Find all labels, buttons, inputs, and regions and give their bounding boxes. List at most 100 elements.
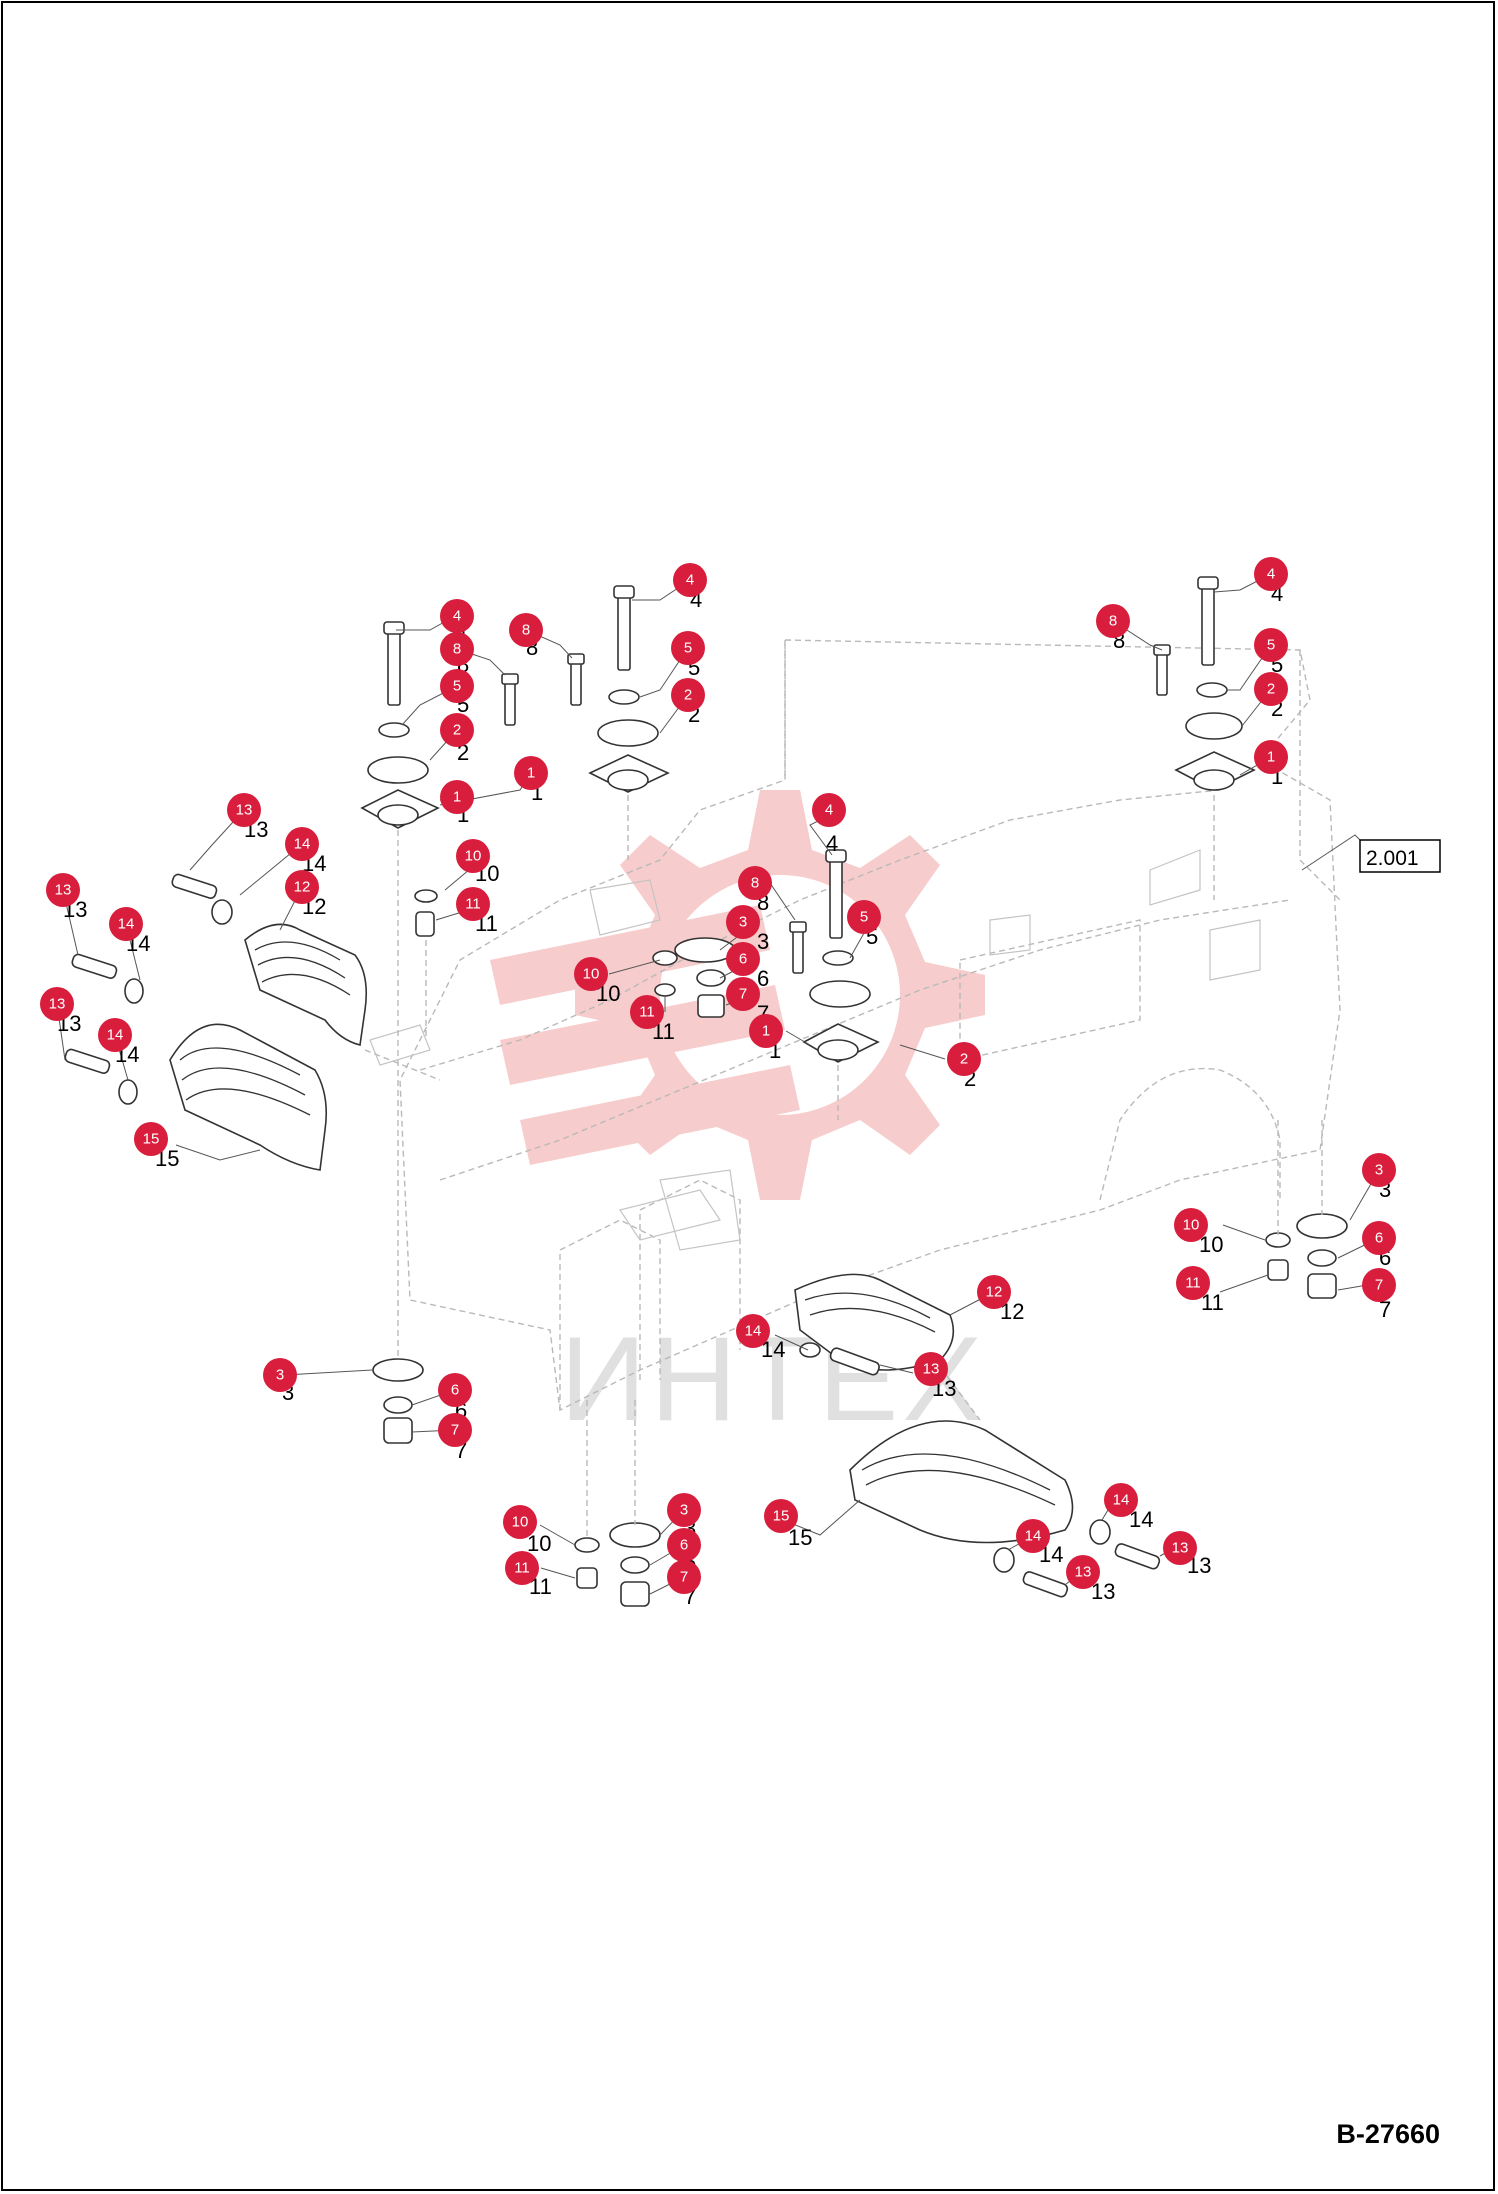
- svg-text:10: 10: [512, 1514, 529, 1531]
- svg-text:2: 2: [1267, 681, 1275, 698]
- svg-text:3: 3: [680, 1502, 688, 1519]
- step-bracket-left-upper: [171, 873, 368, 1046]
- callout-bubble: 7: [1362, 1268, 1396, 1302]
- svg-text:12: 12: [986, 1284, 1003, 1301]
- svg-text:5: 5: [1267, 637, 1275, 654]
- callout-bubble: 1: [514, 756, 548, 790]
- svg-text:12: 12: [294, 879, 311, 896]
- svg-text:6: 6: [739, 951, 747, 968]
- step-right-lower: [849, 1420, 1161, 1598]
- callout-text: 11: [652, 1019, 675, 1044]
- svg-text:1: 1: [527, 765, 535, 782]
- svg-text:7: 7: [1375, 1277, 1383, 1294]
- mount-group-right: [1153, 576, 1256, 791]
- callout-bubble: 6: [726, 942, 760, 976]
- svg-text:13: 13: [49, 996, 66, 1013]
- svg-text:1: 1: [453, 789, 461, 806]
- callout-bubble: 14: [98, 1018, 132, 1052]
- callout-bubbles: 4 8 5 2 1 8 1 4 5 2 8 4 5 2 1 13 14 12 1…: [40, 557, 1396, 1594]
- callout-bubble: 14: [285, 827, 319, 861]
- svg-text:13: 13: [1172, 1540, 1189, 1557]
- svg-text:15: 15: [143, 1131, 160, 1148]
- watermark-bars: [490, 905, 800, 1165]
- svg-text:2: 2: [960, 1051, 968, 1068]
- callout-bubble: 8: [509, 613, 543, 647]
- svg-text:7: 7: [680, 1569, 688, 1586]
- svg-text:11: 11: [465, 896, 481, 913]
- step-right-upper: [794, 1273, 955, 1376]
- svg-text:3: 3: [276, 1367, 284, 1384]
- hardware-bottom-center: [574, 1522, 661, 1607]
- svg-text:1: 1: [1267, 749, 1275, 766]
- callout-bubble: 2: [440, 713, 474, 747]
- callout-bubble: 13: [227, 793, 261, 827]
- callout-text: 11: [1201, 1290, 1224, 1315]
- callout-bubble: 8: [440, 632, 474, 666]
- svg-text:8: 8: [1109, 613, 1117, 630]
- svg-text:10: 10: [465, 848, 482, 865]
- alignment-lines: [364, 795, 1323, 1540]
- svg-text:14: 14: [1113, 1492, 1130, 1509]
- svg-text:5: 5: [684, 640, 692, 657]
- svg-text:14: 14: [745, 1323, 762, 1340]
- callout-bubble: 13: [46, 873, 80, 907]
- svg-text:2: 2: [453, 722, 461, 739]
- svg-text:6: 6: [451, 1382, 459, 1399]
- callout-text: 10: [527, 1531, 551, 1556]
- callout-bubble: 11: [1176, 1266, 1210, 1300]
- chassis-frame-ghost: [369, 639, 1341, 1412]
- hardware-right: [1265, 1213, 1348, 1299]
- svg-text:6: 6: [1375, 1230, 1383, 1247]
- callout-bubble: 13: [1163, 1531, 1197, 1565]
- callout-bubble: 11: [456, 887, 490, 921]
- svg-text:8: 8: [522, 622, 530, 639]
- callout-bubble: 11: [630, 995, 664, 1029]
- svg-text:10: 10: [583, 966, 600, 983]
- callout-bubble: 3: [726, 905, 760, 939]
- callout-bubble: 3: [1362, 1153, 1396, 1187]
- callout-bubble: 14: [109, 907, 143, 941]
- parts: [64, 576, 1348, 1607]
- mount-group-left: [360, 621, 519, 937]
- leader-lines: [56, 573, 1380, 1595]
- step-bracket-left-lower: [64, 953, 328, 1171]
- callout-text: 15: [788, 1525, 812, 1550]
- callout-bubble: 5: [847, 900, 881, 934]
- reference-callout: 2.001: [1359, 839, 1441, 873]
- svg-text:5: 5: [860, 909, 868, 926]
- callout-bubble: 1: [749, 1014, 783, 1048]
- svg-text:13: 13: [55, 882, 72, 899]
- svg-text:14: 14: [1025, 1528, 1042, 1545]
- callout-bubble: 2: [947, 1042, 981, 1076]
- callout-bubble: 14: [1104, 1483, 1138, 1517]
- callout-bubble: 4: [673, 563, 707, 597]
- callout-bubble: 3: [667, 1493, 701, 1527]
- svg-text:13: 13: [1075, 1564, 1092, 1581]
- callout-bubble: 4: [812, 793, 846, 827]
- mount-group-center: [567, 585, 670, 793]
- callout-bubble: 3: [263, 1358, 297, 1392]
- svg-text:15: 15: [773, 1508, 790, 1525]
- svg-text:14: 14: [294, 836, 311, 853]
- callout-bubble: 5: [671, 631, 705, 665]
- svg-text:4: 4: [825, 802, 833, 819]
- svg-text:10: 10: [1183, 1217, 1200, 1234]
- callout-bubble: 12: [285, 870, 319, 904]
- callout-bubble: 7: [667, 1560, 701, 1594]
- callout-bubble: 14: [1016, 1519, 1050, 1553]
- svg-text:6: 6: [680, 1537, 688, 1554]
- callout-bubble: 8: [1096, 604, 1130, 638]
- callout-bubble: 7: [726, 977, 760, 1011]
- callout-bubble: 12: [977, 1275, 1011, 1309]
- callout-bubble: 15: [134, 1122, 168, 1156]
- callout-bubble: 13: [40, 987, 74, 1021]
- callout-text: 7: [1379, 1297, 1391, 1322]
- svg-text:8: 8: [751, 875, 759, 892]
- svg-text:14: 14: [118, 916, 135, 933]
- reference-label: 2.001: [1366, 847, 1419, 870]
- svg-text:11: 11: [639, 1004, 655, 1021]
- callout-bubble: 6: [438, 1373, 472, 1407]
- callout-text: 11: [529, 1574, 552, 1599]
